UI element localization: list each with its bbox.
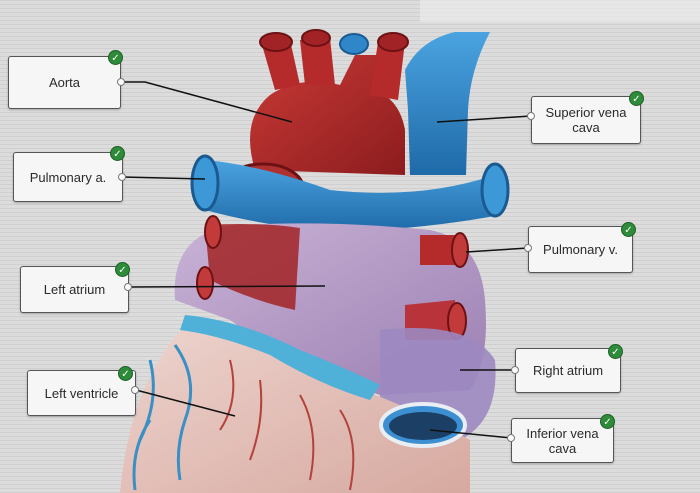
label-box-superior-vena-cava[interactable]: Superior vena cava [531,96,641,144]
leader-line-inferior-vena-cava [429,429,512,439]
drag-handle-aorta[interactable] [117,78,125,86]
label-text-aorta: Aorta [48,75,81,90]
check-circle-icon: ✓ [629,91,644,106]
label-text-left-atrium: Left atrium [43,282,106,297]
label-box-right-atrium[interactable]: Right atrium [515,348,621,393]
pulmonary-artery-shape [190,154,510,232]
drag-handle-pulmonary-v[interactable] [524,244,532,252]
drag-handle-left-ventricle[interactable] [131,386,139,394]
ventricle-shape [120,315,470,493]
drag-handle-pulmonary-a[interactable] [118,173,126,181]
leader-line-pulmonary-a [122,176,206,180]
label-box-pulmonary-v[interactable]: Pulmonary v. [528,226,633,273]
drag-handle-right-atrium[interactable] [511,366,519,374]
label-box-aorta[interactable]: Aorta [8,56,121,109]
leader-line-aorta [121,81,293,123]
label-text-pulmonary-a: Pulmonary a. [29,169,107,185]
leader-line-left-ventricle [135,389,236,417]
check-circle-icon: ✓ [608,344,623,359]
superior-vena-cava-shape [339,32,490,175]
check-circle-icon: ✓ [115,262,130,277]
label-box-pulmonary-a[interactable]: Pulmonary a. [13,152,123,202]
leader-line-superior-vena-cava [436,115,532,123]
leader-line-pulmonary-v [465,247,529,253]
label-text-left-ventricle: Left ventricle [44,385,119,401]
leader-lines [121,81,532,439]
check-circle-icon: ✓ [118,366,133,381]
inferior-vena-cava-shape [379,402,467,448]
label-box-left-atrium[interactable]: Left atrium [20,266,129,313]
check-circle-icon: ✓ [621,222,636,237]
label-text-inferior-vena-cava: Inferior vena cava [526,425,599,456]
label-text-pulmonary-v: Pulmonary v. [543,242,618,257]
check-circle-icon: ✓ [110,146,125,161]
drag-handle-left-atrium[interactable] [124,283,132,291]
label-text-superior-vena-cava: Superior vena cava [545,105,627,135]
label-text-right-atrium: Right atrium [532,363,604,378]
label-box-left-ventricle[interactable]: Left ventricle [27,370,136,416]
check-circle-icon: ✓ [108,50,123,65]
leader-line-left-atrium [128,285,326,288]
drag-handle-inferior-vena-cava[interactable] [507,434,515,442]
drag-handle-superior-vena-cava[interactable] [527,112,535,120]
check-circle-icon: ✓ [600,414,615,429]
label-box-inferior-vena-cava[interactable]: Inferior vena cava [511,418,614,463]
